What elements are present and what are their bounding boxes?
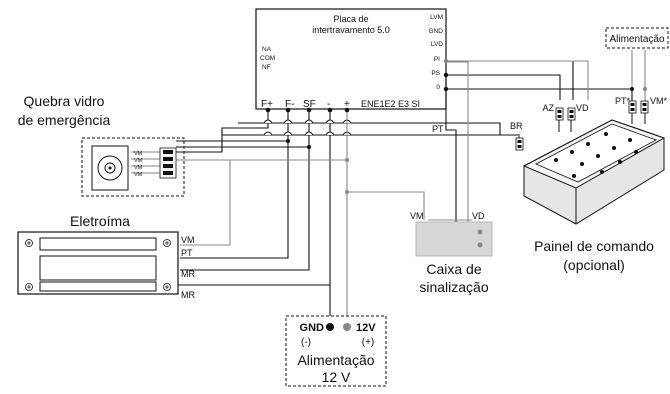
panel-power-label: Alimentação — [609, 34, 664, 45]
glassbreak-pin-3: VM — [134, 165, 143, 171]
interlock-board: Placa de intertravamento 5.0 NA COM NF L… — [255, 8, 447, 110]
maglock-wire-mr1: MR — [181, 269, 195, 279]
terminal-sf: SF — [303, 99, 316, 110]
junction-dots — [265, 58, 647, 194]
glassbreak-unit: Quebra vidro de emergência VM VM VM VM — [18, 93, 185, 197]
relay-com-label: COM — [260, 55, 275, 62]
panel-wire-br: BR — [510, 121, 523, 131]
power-12v-label: 12V — [356, 322, 376, 334]
relay-na-label: NA — [262, 46, 272, 53]
signal-box-wire-vm: VM — [410, 211, 424, 221]
control-panel: AZ VD PT* VM* BR PT — [432, 96, 668, 273]
signal-box-label-line1: Caixa de — [426, 261, 481, 277]
terminal-minus: - — [327, 99, 330, 110]
signal-box-wire-vd: VD — [472, 211, 485, 221]
panel-power-box: Alimentação — [605, 27, 669, 49]
relay-nf-label: NF — [262, 64, 271, 71]
terminal-ene: ENE1E2 E3 SI — [361, 99, 420, 109]
board-title-line1: Placa de — [333, 14, 368, 24]
glassbreak-pin-4: VM — [134, 172, 143, 178]
maglock-wire-mr2: MR — [181, 290, 195, 300]
panel-wire-pt: PT* — [615, 96, 631, 106]
out-pi-label: PI — [434, 56, 440, 63]
terminal-fplus: F+ — [261, 99, 273, 110]
glassbreak-label-line2: de emergência — [18, 112, 111, 128]
glassbreak-pin-2: VM — [134, 158, 143, 164]
out-lvm-label: LVM — [430, 14, 443, 21]
panel-wire-vm: VM* — [650, 96, 668, 106]
wire-hops — [263, 119, 352, 136]
board-title-line2: intertravamento 5.0 — [312, 25, 390, 35]
signal-box: VM VD Caixa de sinalização — [410, 211, 493, 295]
panel-label-line2: (opcional) — [563, 257, 624, 273]
panel-wire-az: AZ — [542, 103, 554, 113]
terminal-fminus: F- — [285, 99, 294, 110]
out-ps-label: PS — [431, 70, 440, 77]
power-supply-12v: GND 12V (-) (+) Alimentação 12 V — [285, 315, 387, 387]
terminal-plus: + — [344, 99, 350, 110]
glassbreak-label-line1: Quebra vidro — [24, 93, 105, 109]
maglock-label: Eletroíma — [70, 213, 130, 229]
maglock-wire-pt: PT — [181, 248, 193, 258]
out-zero-label: 0 — [436, 84, 440, 91]
out-gnd-label: GND — [429, 28, 444, 35]
power-gnd-sign: (-) — [301, 337, 311, 348]
panel-wire-vd: VD — [576, 103, 589, 113]
panel-label-line1: Painel de comando — [534, 238, 654, 254]
power-12v-sign: (+) — [362, 337, 375, 348]
power-gnd-label: GND — [300, 322, 325, 334]
maglock-unit: Eletroíma VM PT MR MR — [17, 213, 330, 300]
power-label-line1: Alimentação — [297, 352, 374, 368]
signal-box-label-line2: sinalização — [419, 279, 488, 295]
panel-wire-pt-line: PT — [432, 124, 444, 134]
glassbreak-pin-1: VM — [134, 151, 143, 157]
wires-grey — [176, 50, 646, 327]
out-lvd-label: LVD — [431, 41, 443, 48]
power-label-line2: 12 V — [322, 369, 351, 385]
maglock-wire-vm: VM — [181, 235, 195, 245]
